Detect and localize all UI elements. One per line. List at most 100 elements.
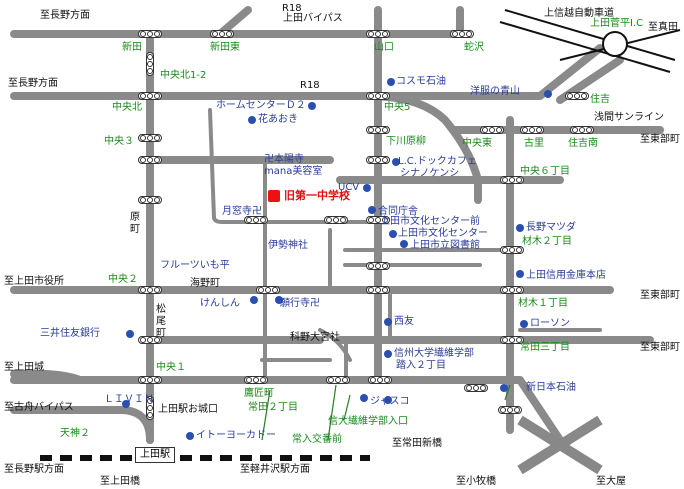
dot-lawson — [520, 320, 528, 328]
label-cosmo: コスモ石油 — [396, 76, 446, 87]
dot-goudou — [368, 206, 376, 214]
ueda-station[interactable]: 上田駅 — [135, 447, 175, 463]
signal-shinden-higashi — [210, 30, 234, 38]
label-shin-nihon: 新日本石油 — [526, 382, 576, 393]
label-nagano-mid: 至長野方面 — [8, 78, 58, 89]
label-r18-top: R18 — [282, 3, 302, 14]
signal-shinden — [138, 30, 162, 38]
dot-hanaoki — [248, 116, 256, 124]
signal-shimogawara — [366, 126, 390, 134]
signal-kagosho — [244, 376, 268, 384]
label-library: 上田市立図書館 — [410, 240, 480, 251]
label-chuo1: 中央１ — [156, 362, 186, 373]
label-lc-dock: L.C.ドックカフェ — [398, 156, 477, 167]
dot-gankouji — [275, 296, 283, 304]
dot-shinkin — [516, 270, 524, 278]
label-shimogawara: 下川原柳 — [386, 136, 426, 147]
label-hanaoki: 花あおき — [258, 114, 298, 125]
label-kenshin: けんしん — [200, 298, 240, 309]
signal-kaido-e — [366, 286, 390, 294]
dot-shindai — [384, 350, 392, 358]
label-sugadaira: 上田菅平I.C — [590, 18, 644, 29]
label-o: 尾 — [156, 316, 166, 327]
signal-bunka-w — [324, 216, 348, 224]
label-furuyoshi: 古里 — [524, 138, 544, 149]
label-nagano-eki: 至長野駅方面 — [4, 464, 64, 475]
signal-shin-nihon — [464, 384, 488, 392]
signal-chuo-center — [366, 156, 390, 164]
label-chuo3: 中央３ — [104, 136, 134, 147]
signal-gessou — [244, 216, 268, 224]
label-r18-mid: R18 — [300, 80, 320, 91]
signal-chuo2 — [138, 286, 162, 294]
label-ucv: UCV — [338, 182, 360, 193]
label-fruits: フルーツいも平 — [160, 260, 230, 271]
label-honyoji: 卍本陽寺 — [264, 154, 304, 165]
shinetsu-expressway — [499, 9, 676, 73]
signal-zaimoku2 — [500, 246, 524, 254]
signal-jokou — [326, 376, 350, 384]
label-kofuna: 至古舟バイパス — [4, 402, 74, 413]
dot-yoppu — [544, 90, 552, 98]
dot-library — [400, 240, 408, 248]
label-school[interactable]: 旧第一中学校 — [284, 189, 350, 202]
signal-zaimoku1 — [500, 286, 524, 294]
signal-furuyoshi — [520, 126, 544, 134]
signal-sumiyoshi — [565, 92, 589, 100]
dot-ucv — [363, 184, 371, 192]
signal-tokida3 — [500, 336, 524, 344]
label-sumiyoshi-minami: 住吉南 — [568, 138, 598, 149]
label-ito: イトーヨーカドー — [196, 430, 276, 441]
label-shindai-mae: 信州大学繊維学部 — [394, 348, 474, 359]
label-shinkin: 上田信用金庫本店 — [526, 270, 606, 281]
dot-cosmo — [387, 78, 395, 86]
label-chuo5: 中央5 — [384, 102, 411, 113]
school-marker[interactable] — [268, 190, 280, 202]
label-goudou: 合同庁舎 — [378, 206, 418, 217]
signal-chuo-kita12 — [146, 52, 154, 76]
label-shindai-iriguchi: 信大繊維学部入口 — [328, 416, 408, 427]
dot-mazda — [516, 224, 524, 232]
label-bunka1: 上田市文化センター前 — [380, 216, 480, 227]
label-gakusouji: 月窓寺卍 — [222, 206, 262, 217]
label-mitsui: 三井住友銀行 — [40, 328, 100, 339]
dot-shin-nihon — [500, 384, 508, 392]
label-gankouji: 願行寺卍 — [280, 298, 320, 309]
label-livin: ＬＩＶＩＮ — [104, 394, 154, 405]
signal-chuo3 — [138, 134, 162, 142]
label-yamaguchi: 山口 — [374, 42, 394, 53]
dot-jusco — [360, 394, 368, 402]
dot-ito — [186, 432, 194, 440]
label-tokida2: 常田２丁目 — [248, 402, 298, 413]
label-shindai-mae2: 踏入２丁目 — [396, 360, 446, 371]
label-tobu-3: 至東部町 — [640, 290, 680, 301]
label-kano: 科野大宮社 — [290, 332, 340, 343]
dot-shindai-iriguchi — [384, 396, 392, 404]
label-mazda: 長野マツダ — [526, 222, 576, 233]
label-hara: 原 — [130, 212, 140, 223]
label-kaido: 海野町 — [190, 278, 220, 289]
railway-line — [40, 455, 370, 461]
label-okubo: 至大屋 — [596, 476, 626, 487]
signal-chuo5 — [366, 92, 390, 100]
label-lawson: ローソン — [530, 318, 570, 329]
label-tokida3: 常田三丁目 — [520, 342, 570, 353]
label-komaki: 至小牧橋 — [456, 476, 496, 487]
label-tobu-1: 至東部町 — [640, 134, 680, 145]
label-chuo2: 中央２ — [108, 274, 138, 285]
label-ise: 伊勢神社 — [268, 240, 308, 251]
dot-kenshin — [250, 296, 258, 304]
label-jakuzawa: 蛇沢 — [464, 42, 484, 53]
label-chuo-higashi: 中央東 — [462, 138, 492, 149]
label-shinetsu: 上信越自動車道 — [544, 8, 614, 19]
label-chuo6: 中央６丁目 — [520, 166, 570, 177]
label-uedabashi: 至上田橋 — [100, 476, 140, 487]
signal-oshiroguchi — [146, 396, 154, 420]
label-oshiroguchi: 上田駅お城口 — [158, 404, 218, 415]
signal-chuo-higashi — [480, 126, 504, 134]
signal-chuo-kita — [138, 92, 162, 100]
label-shinden: 新田 — [122, 42, 142, 53]
label-home-center: ホームセンターＤ２ — [216, 100, 306, 111]
